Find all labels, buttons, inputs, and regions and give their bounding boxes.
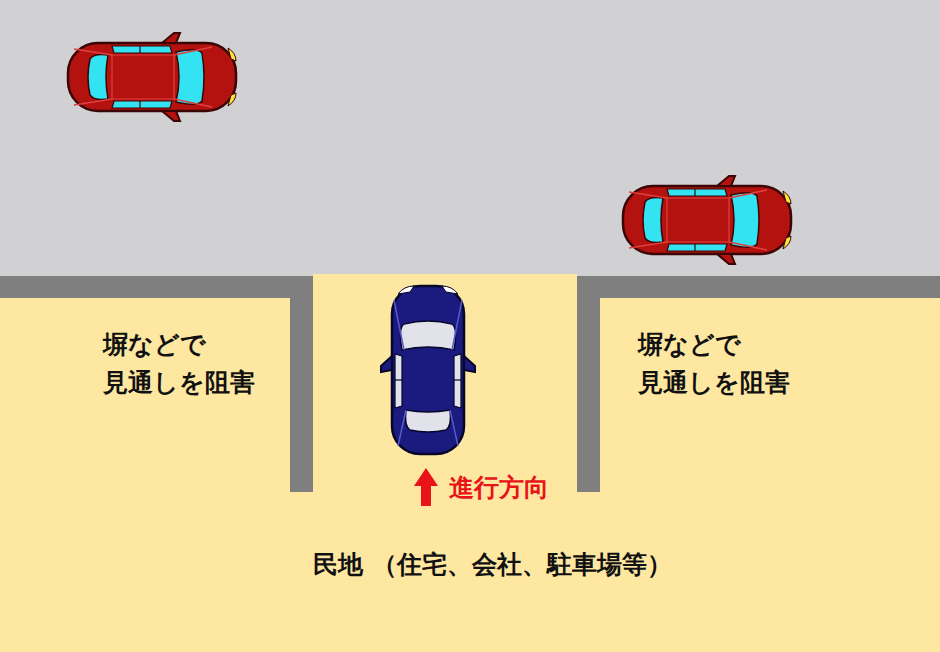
direction-label: 進行方向 [449,469,589,507]
area-label: 塀などで 見通しを阻害 [103,326,293,402]
area-label: 民地 （住宅、会社、駐車場等） [313,546,673,584]
area-label: 塀などで 見通しを阻害 [638,326,828,402]
red-car [623,176,791,264]
road [0,0,940,276]
direction-arrow [414,468,438,506]
right-wall [577,276,940,492]
blue-car [381,286,475,454]
left-wall [0,276,313,492]
private-land [0,276,940,652]
driveway-opening [313,274,577,278]
red-car [68,33,236,121]
